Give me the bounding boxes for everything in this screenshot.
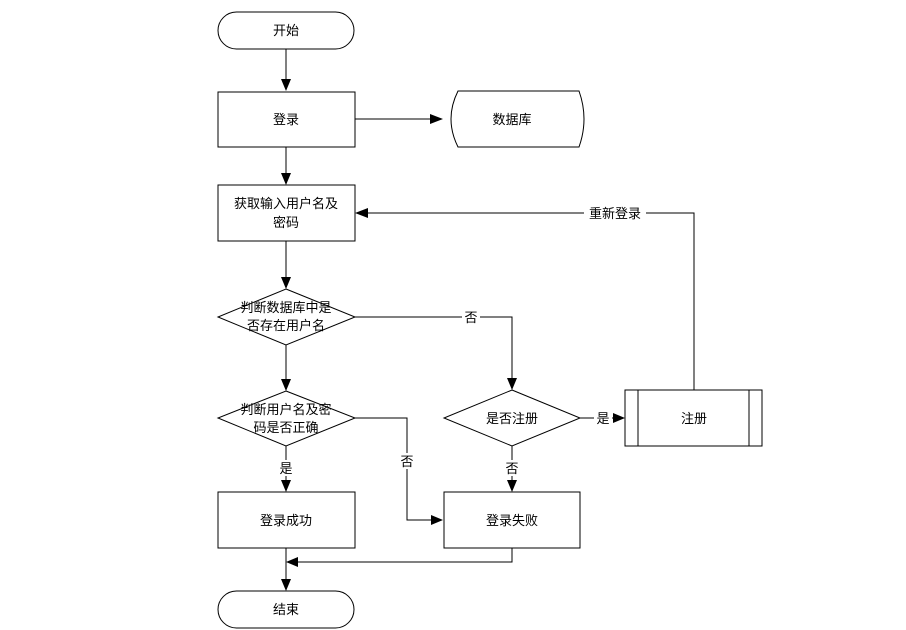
node-get-input-label-line1: 获取输入用户名及 xyxy=(234,196,338,212)
edge-checkuser-ask xyxy=(355,316,517,390)
edge-checkpwd-fail xyxy=(355,417,443,525)
node-register-label: 注册 xyxy=(681,412,707,427)
edge-label-register-yes: 是 xyxy=(594,410,612,427)
node-check-pwd-label-line2: 码是否正确 xyxy=(253,421,318,436)
node-login-success: 登录成功 xyxy=(217,491,356,549)
node-start: 开始 xyxy=(217,11,355,50)
node-check-user-label-line2: 否存在用户名 xyxy=(247,318,325,334)
node-login: 登录 xyxy=(217,91,356,148)
edge-register-relogin xyxy=(355,208,695,390)
node-ask-register: 是否注册 xyxy=(442,389,582,447)
node-end-label: 结束 xyxy=(273,603,299,618)
edge-label-pwd-wrong-text: 否 xyxy=(400,455,413,470)
edge-label-register-yes-text: 是 xyxy=(596,412,609,427)
edge-label-user-not-exist: 否 xyxy=(462,309,480,326)
node-check-user-label-line1: 判断数据库中是 xyxy=(240,300,331,316)
edge-label-register-no-text: 否 xyxy=(505,462,518,477)
node-check-user: 判断数据库中是 否存在用户名 xyxy=(216,288,357,346)
edge-success-end xyxy=(281,548,291,591)
node-start-label: 开始 xyxy=(273,24,299,39)
edge-label-pwd-ok: 是 xyxy=(277,460,295,477)
edge-start-login xyxy=(281,49,291,91)
edge-fail-end xyxy=(286,548,513,567)
node-database-label: 数据库 xyxy=(492,112,531,128)
edge-input-checkuser xyxy=(281,241,291,289)
edge-login-database xyxy=(355,114,443,124)
edge-label-user-not-exist-text: 否 xyxy=(464,311,477,326)
node-end: 结束 xyxy=(217,590,355,629)
node-login-fail: 登录失败 xyxy=(443,491,581,549)
node-login-fail-label: 登录失败 xyxy=(486,514,538,529)
edge-checkuser-checkpwd xyxy=(281,345,291,391)
node-ask-register-label: 是否注册 xyxy=(486,412,538,427)
edge-label-relogin-text: 重新登录 xyxy=(589,206,641,222)
edge-label-relogin: 重新登录 xyxy=(584,205,646,222)
node-get-input-label-line2: 密码 xyxy=(273,215,299,231)
node-login-label: 登录 xyxy=(273,113,299,128)
node-check-pwd-label-line1: 判断用户名及密 xyxy=(240,402,331,418)
node-check-pwd: 判断用户名及密 码是否正确 xyxy=(216,390,357,447)
edge-login-input xyxy=(281,147,291,185)
edge-label-pwd-ok-text: 是 xyxy=(279,462,292,477)
node-get-input: 获取输入用户名及 密码 xyxy=(217,184,356,242)
node-database: 数据库 xyxy=(450,90,585,148)
node-register: 注册 xyxy=(624,389,763,447)
edge-label-pwd-wrong: 否 xyxy=(398,453,416,470)
edge-label-register-no: 否 xyxy=(503,460,521,477)
node-login-success-label: 登录成功 xyxy=(260,514,312,529)
